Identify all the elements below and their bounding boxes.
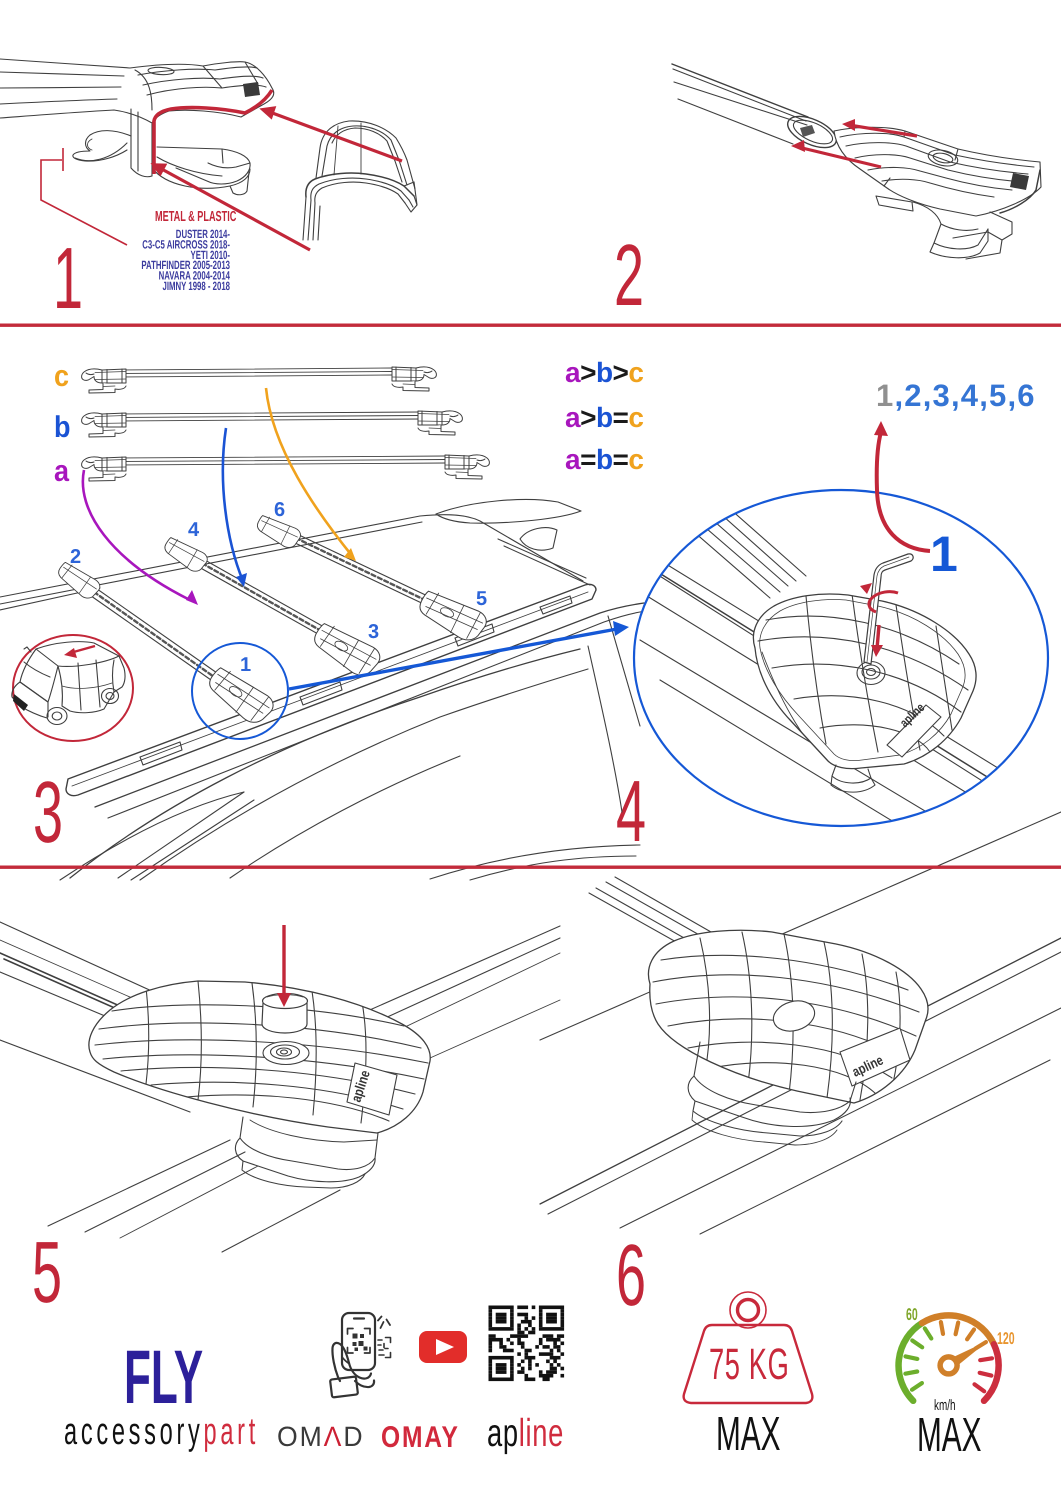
svg-text:120: 120	[997, 1329, 1015, 1348]
svg-text:b: b	[54, 411, 70, 444]
svg-text:2: 2	[614, 227, 644, 324]
svg-text:OMΛD: OMΛD	[277, 1421, 364, 1452]
svg-text:a>b=c: a>b=c	[565, 402, 643, 433]
svg-text:4: 4	[188, 519, 200, 541]
svg-text:a: a	[54, 455, 69, 488]
svg-text:OMAY: OMAY	[381, 1421, 460, 1454]
svg-text:km/h: km/h	[934, 1397, 955, 1414]
svg-text:FLY: FLY	[124, 1335, 203, 1420]
svg-text:1: 1	[930, 526, 958, 582]
svg-text:75 KG: 75 KG	[709, 1340, 789, 1389]
svg-text:MAX: MAX	[716, 1408, 780, 1461]
svg-text:YETI 2010-: YETI 2010-	[191, 248, 230, 262]
svg-text:MAX: MAX	[917, 1409, 981, 1462]
svg-text:60: 60	[906, 1305, 918, 1324]
svg-text:DUSTER 2014-: DUSTER 2014-	[176, 227, 230, 241]
svg-text:5: 5	[32, 1224, 62, 1321]
svg-text:c: c	[54, 360, 69, 393]
svg-text:apline: apline	[487, 1412, 564, 1455]
svg-text:METAL & PLASTIC: METAL & PLASTIC	[155, 209, 237, 225]
svg-text:1: 1	[53, 230, 83, 327]
svg-text:C3-C5 AIRCROSS 2018-: C3-C5 AIRCROSS 2018-	[142, 237, 230, 251]
svg-text:a>b>c: a>b>c	[565, 357, 643, 388]
svg-text:2: 2	[70, 546, 81, 568]
svg-text:a=b=c: a=b=c	[565, 444, 643, 475]
svg-text:4: 4	[616, 763, 646, 860]
svg-text:NAVARA 2004-2014: NAVARA 2004-2014	[159, 269, 231, 283]
svg-text:1,2,3,4,5,6: 1,2,3,4,5,6	[876, 378, 1036, 413]
svg-text:6: 6	[274, 499, 285, 521]
svg-text:1: 1	[240, 654, 251, 676]
svg-text:6: 6	[616, 1227, 646, 1324]
svg-text:3: 3	[33, 764, 63, 861]
svg-text:JIMNY 1998 - 2018: JIMNY 1998 - 2018	[162, 279, 230, 293]
svg-text:PATHFINDER 2005-2013: PATHFINDER 2005-2013	[141, 258, 230, 272]
svg-text:3: 3	[368, 621, 379, 643]
svg-text:accessorypart: accessorypart	[64, 1411, 259, 1453]
svg-text:5: 5	[476, 588, 487, 610]
